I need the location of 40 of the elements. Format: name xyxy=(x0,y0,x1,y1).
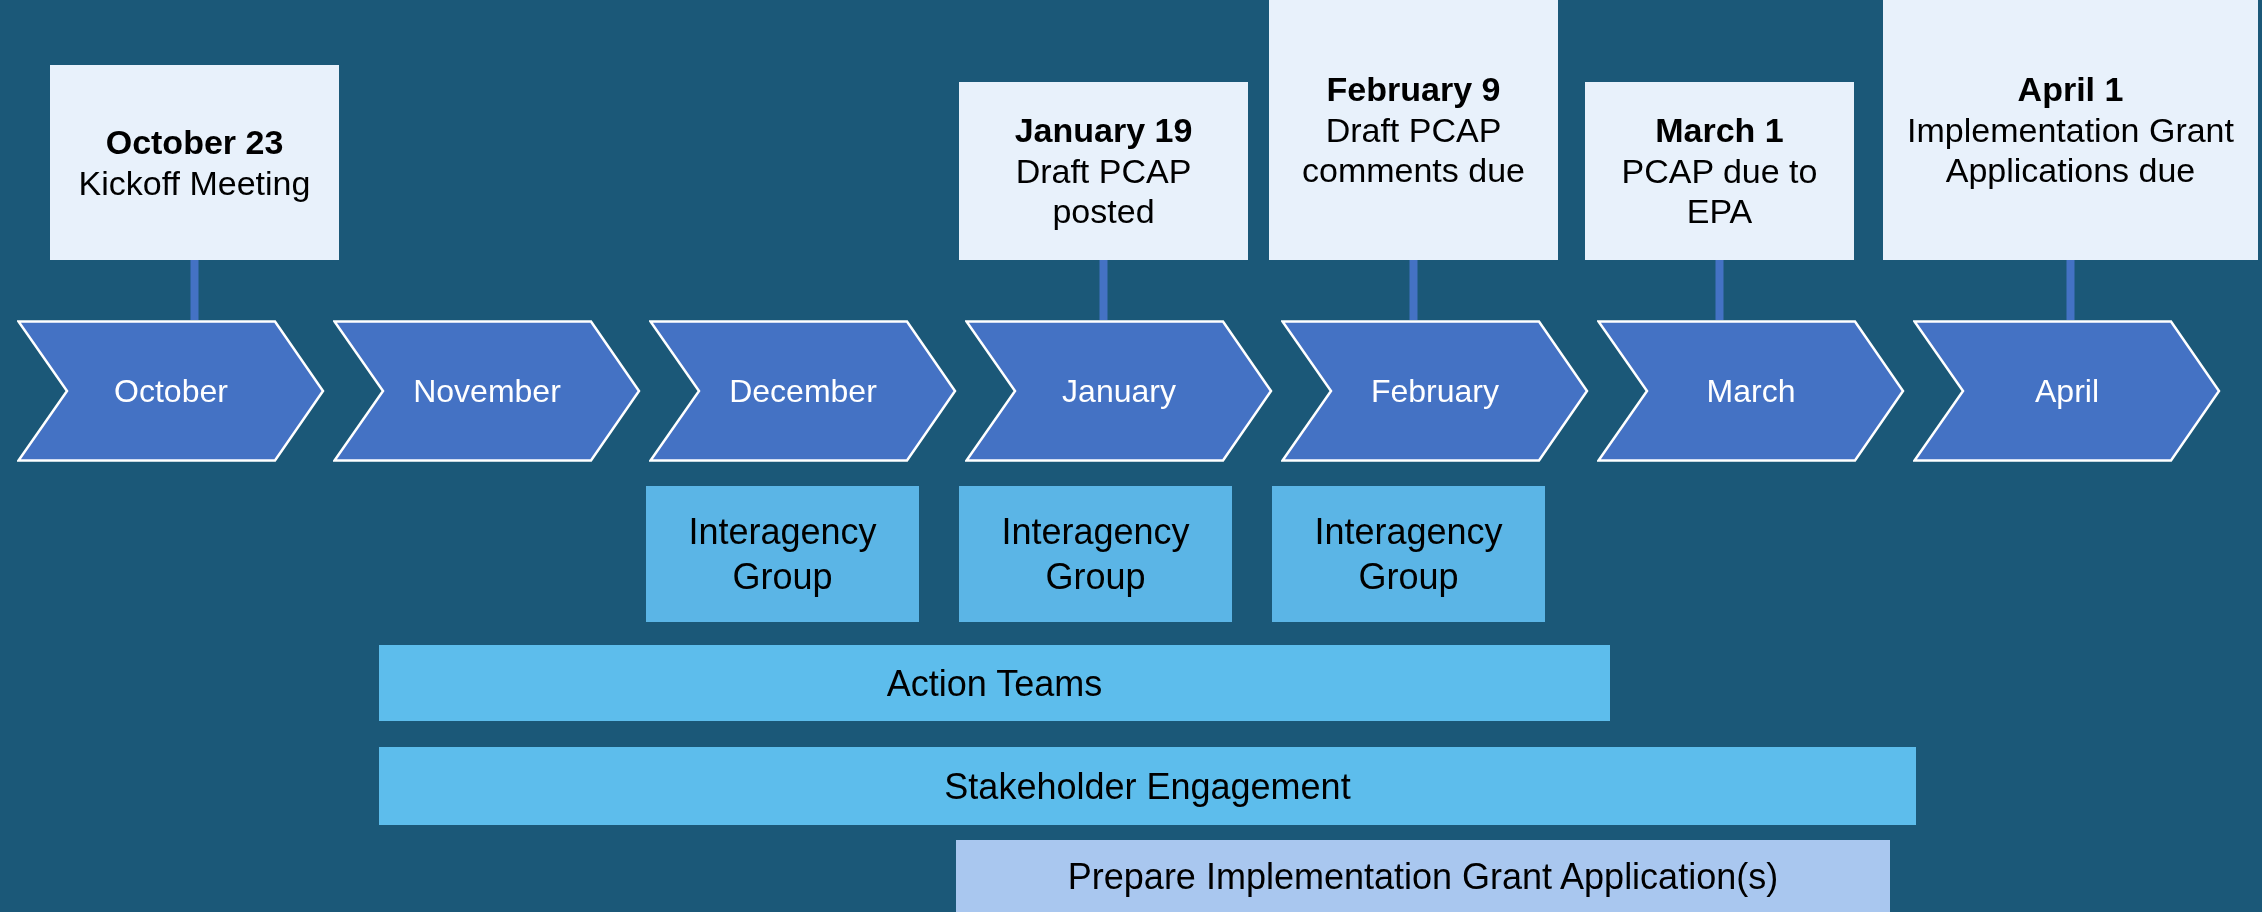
month-banner xyxy=(1913,320,2221,462)
connector-line xyxy=(2066,260,2075,320)
month-label: April xyxy=(2035,372,2099,410)
milestone-description: PCAP due to EPA xyxy=(1620,150,1819,233)
group-box: Interagency Group xyxy=(959,486,1232,622)
month-label: November xyxy=(413,372,561,410)
milestone-callout xyxy=(1883,0,2258,260)
milestone-date: January 19 xyxy=(1014,109,1193,151)
month-label: March xyxy=(1706,372,1796,410)
connector-line xyxy=(1715,260,1724,320)
milestone-description: Kickoff Meeting xyxy=(78,162,311,204)
connector-line xyxy=(190,260,199,320)
milestone-callout xyxy=(1585,82,1854,260)
milestone-description: Draft PCAP posted xyxy=(1014,150,1193,233)
phase-bar: Stakeholder Engagement xyxy=(379,747,1916,825)
month-banner xyxy=(649,320,957,462)
month-label: January xyxy=(1062,372,1176,410)
milestone-date: February 9 xyxy=(1326,68,1501,110)
month-label: February xyxy=(1370,372,1499,410)
month-label: October xyxy=(114,372,228,410)
month-banner xyxy=(1281,320,1589,462)
month-banner xyxy=(1597,320,1905,462)
month-label: December xyxy=(729,372,877,410)
month-banner xyxy=(965,320,1273,462)
month-banner xyxy=(17,320,325,462)
milestone-description: Implementation Grant Applications due xyxy=(1906,109,2235,192)
month-banner xyxy=(333,320,641,462)
milestone-callout xyxy=(959,82,1248,260)
milestone-description: Draft PCAP comments due xyxy=(1301,109,1526,192)
group-box: Interagency Group xyxy=(646,486,919,622)
phase-bar: Action Teams xyxy=(379,645,1610,721)
group-box: Interagency Group xyxy=(1272,486,1545,622)
connector-line xyxy=(1409,260,1418,320)
milestone-date: March 1 xyxy=(1655,109,1784,151)
connector-line xyxy=(1099,260,1108,320)
milestone-date: April 1 xyxy=(2017,68,2124,110)
milestone-callout xyxy=(50,65,339,260)
milestone-callout xyxy=(1269,0,1558,260)
phase-bar: Prepare Implementation Grant Application(s) xyxy=(956,840,1890,912)
milestone-date: October 23 xyxy=(105,121,284,163)
